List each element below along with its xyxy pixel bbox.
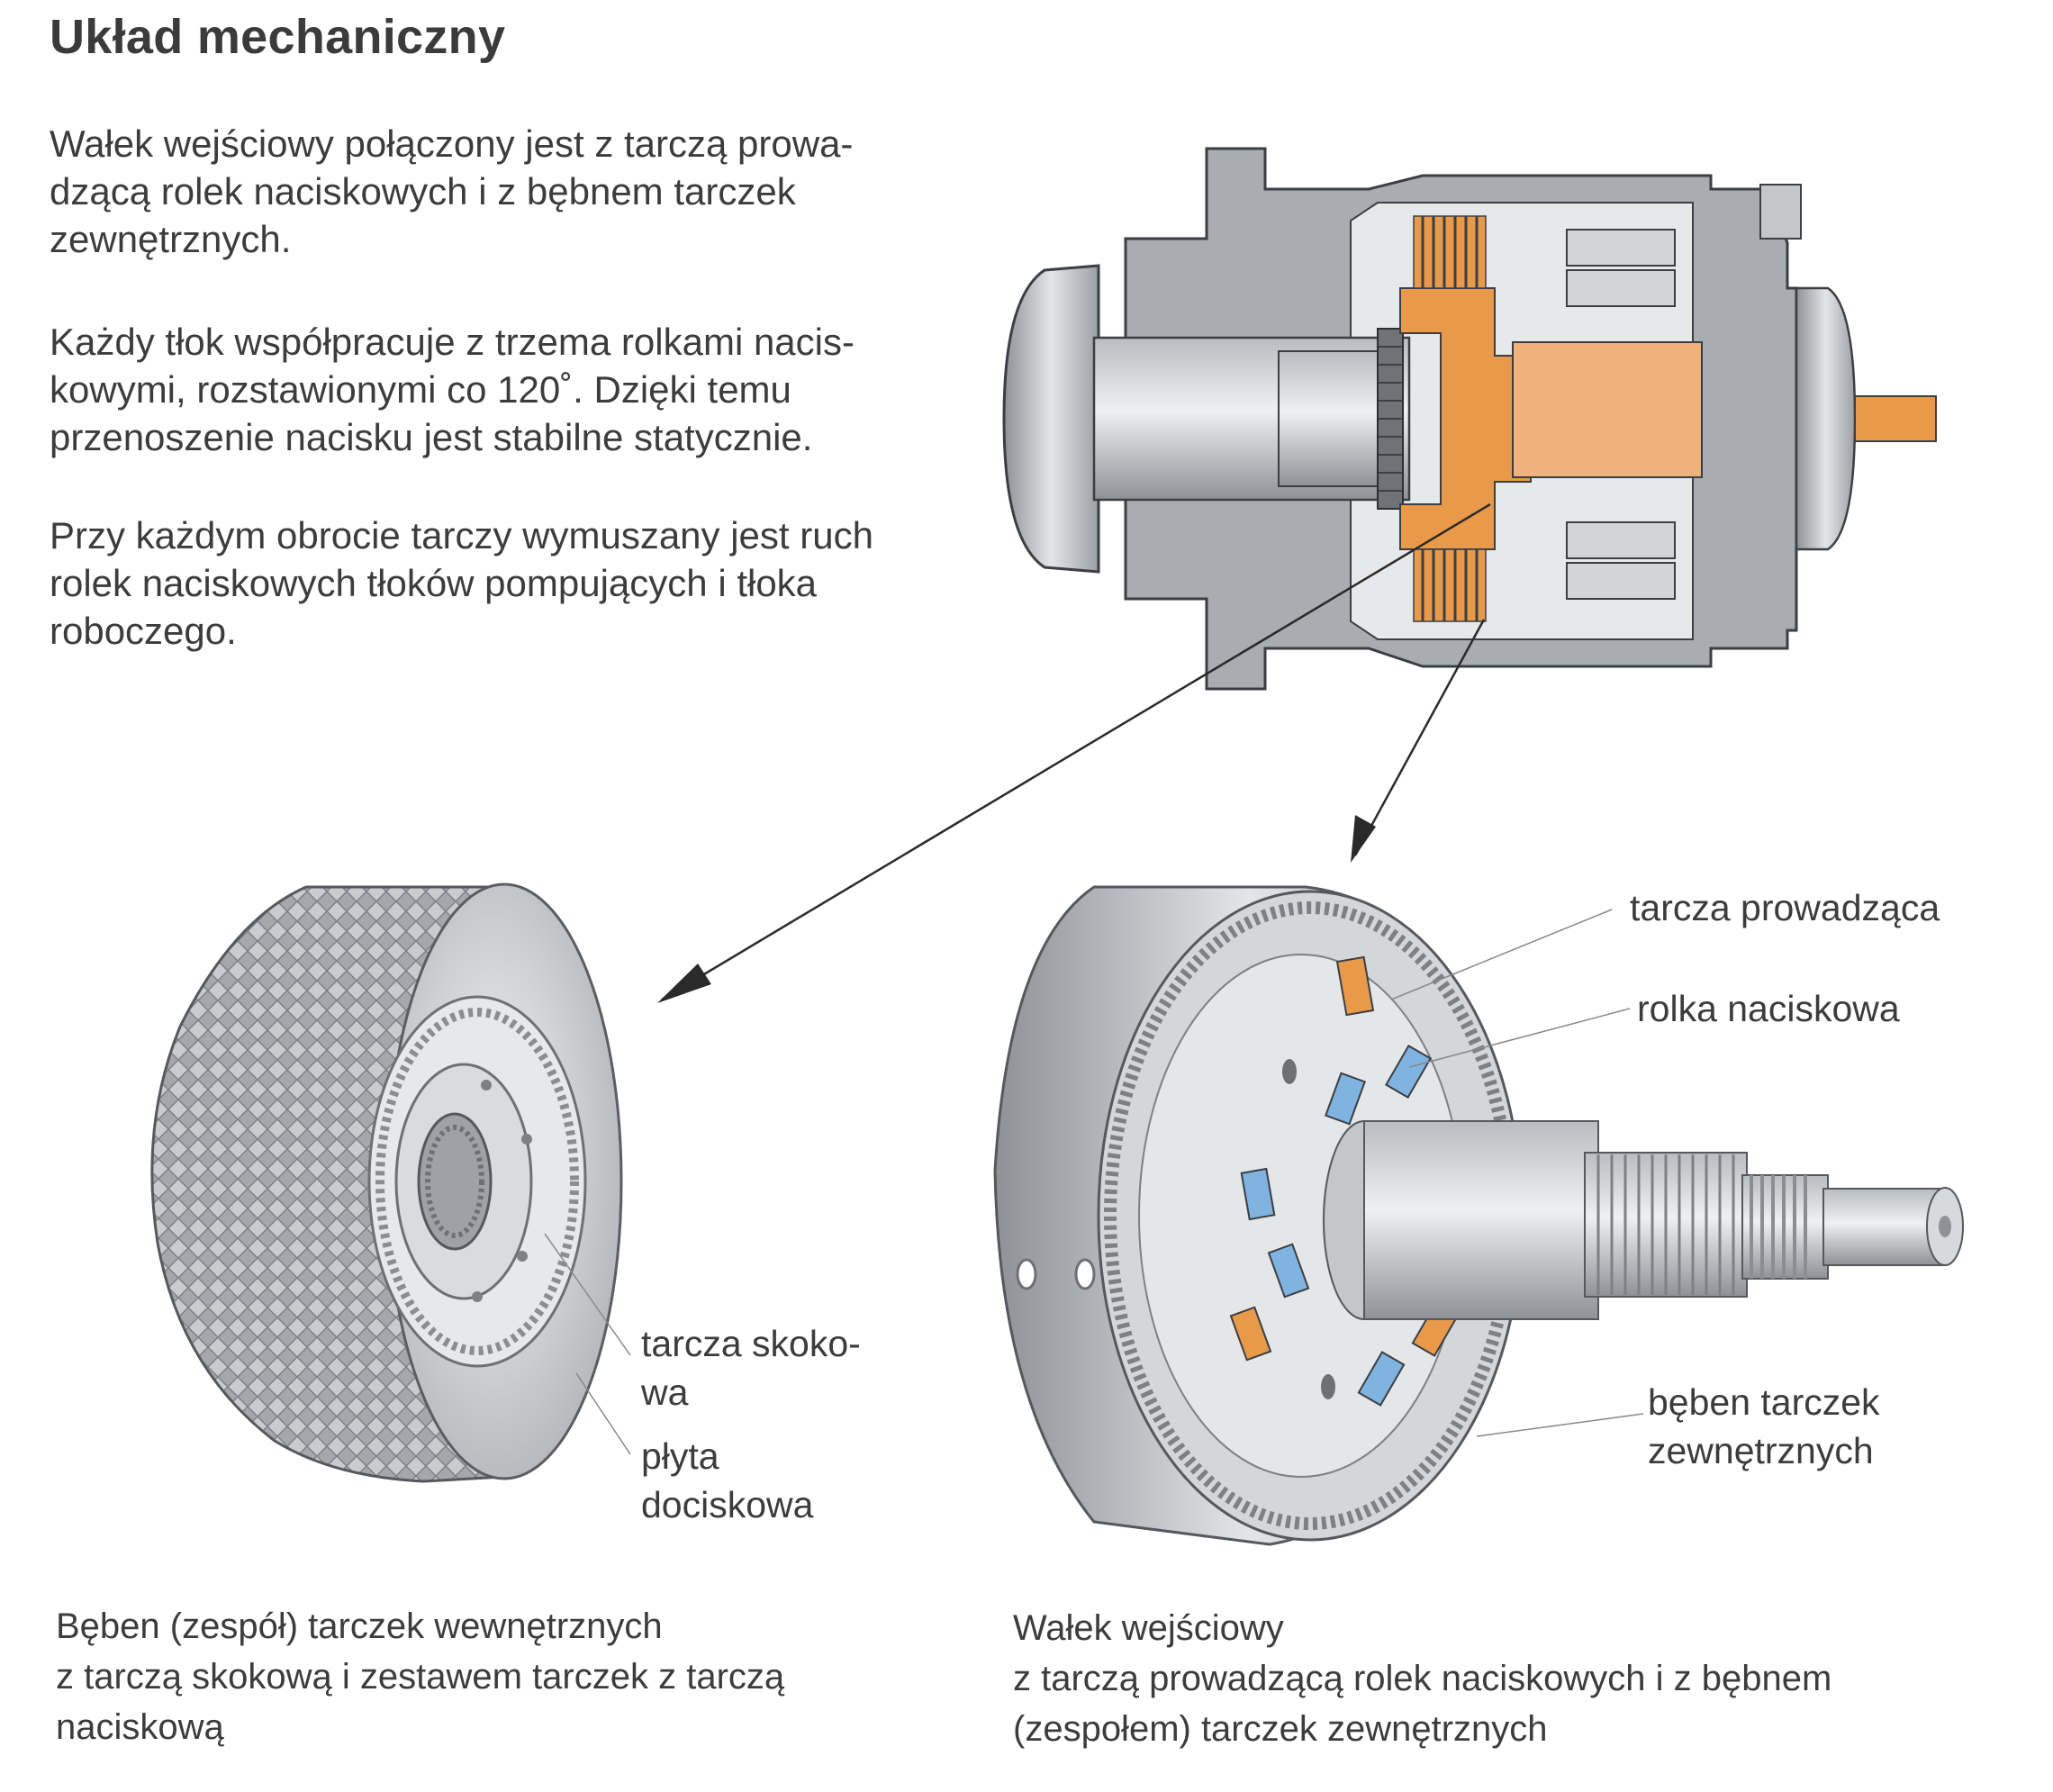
paragraph-1-line-1: Wałek wejściowy połączony jest z tarczą … [50, 122, 854, 165]
caption-left-line-3: naciskową [56, 1707, 224, 1747]
paragraph-1: Wałek wejściowy połączony jest z tarczą … [50, 120, 959, 263]
caption-right-line-2: z tarczą prowadzącą rolek naciskowych i … [1013, 1659, 1832, 1698]
paragraph-1-line-3: zewnętrznych. [50, 218, 292, 260]
label-tarcza-skokowa-line-2: wa [641, 1371, 689, 1413]
paragraph-2: Każdy tłok współpracuje z trzema rolkami… [50, 318, 959, 461]
caption-right: Wałek wejściowy z tarczą prowadzącą role… [1013, 1603, 1831, 1754]
paragraph-3-line-3: roboczego. [50, 610, 237, 652]
paragraph-3: Przy każdym obrocie tarczy wymuszany jes… [50, 511, 959, 655]
label-tarcza-skokowa-line-1: tarcza skoko- [641, 1323, 861, 1364]
caption-right-line-1: Wałek wejściowy [1013, 1608, 1284, 1648]
arrow-to-left-drum [657, 502, 1491, 1003]
caption-left: Bęben (zespół) tarczek wewnętrznych z ta… [56, 1601, 784, 1752]
cross-section-drawing [1002, 147, 1937, 691]
label-tarcza-prowadzaca: tarcza prowadząca [1630, 887, 1940, 928]
label-rolka-naciskowa: rolka naciskowa [1637, 988, 1900, 1029]
caption-right-line-3: (zespołem) tarczek zewnętrznych [1013, 1709, 1548, 1749]
label-tarcza-skokowa: tarcza skoko- wa [641, 1319, 861, 1416]
paragraph-3-line-2: rolek naciskowych tłoków pompujących i t… [50, 562, 818, 604]
input-shaft-drum [993, 885, 1964, 1546]
inner-disc-drum [150, 882, 631, 1483]
page-title: Układ mechaniczny [50, 10, 506, 64]
paragraph-2-line-2: kowymi, rozstawionymi co 120˚. Dzięki te… [50, 368, 791, 411]
label-beben-tarczek-zewnetrznych: bęben tarczek zewnętrznych [1648, 1378, 1880, 1475]
paragraph-2-line-3: przenoszenie nacisku jest stabilne staty… [50, 416, 813, 458]
label-plyta-dociskowa-line-1: płyta [641, 1435, 719, 1477]
caption-left-line-1: Bęben (zespół) tarczek wewnętrznych [56, 1606, 663, 1646]
label-beben-line-2: zewnętrznych [1648, 1430, 1874, 1471]
arrow-to-right-drum [1351, 619, 1486, 863]
label-plyta-dociskowa: płyta dociskowa [641, 1432, 813, 1529]
paragraph-3-line-1: Przy każdym obrocie tarczy wymuszany jes… [50, 514, 873, 557]
label-plyta-dociskowa-line-2: dociskowa [641, 1484, 814, 1525]
caption-left-line-2: z tarczą skokową i zestawem tarczek z ta… [56, 1657, 785, 1697]
paragraph-1-line-2: dzącą rolek naciskowych i z bębnem tarcz… [50, 170, 796, 213]
paragraph-2-line-1: Każdy tłok współpracuje z trzema rolkami… [50, 321, 855, 363]
label-beben-line-1: bęben tarczek [1648, 1381, 1880, 1423]
